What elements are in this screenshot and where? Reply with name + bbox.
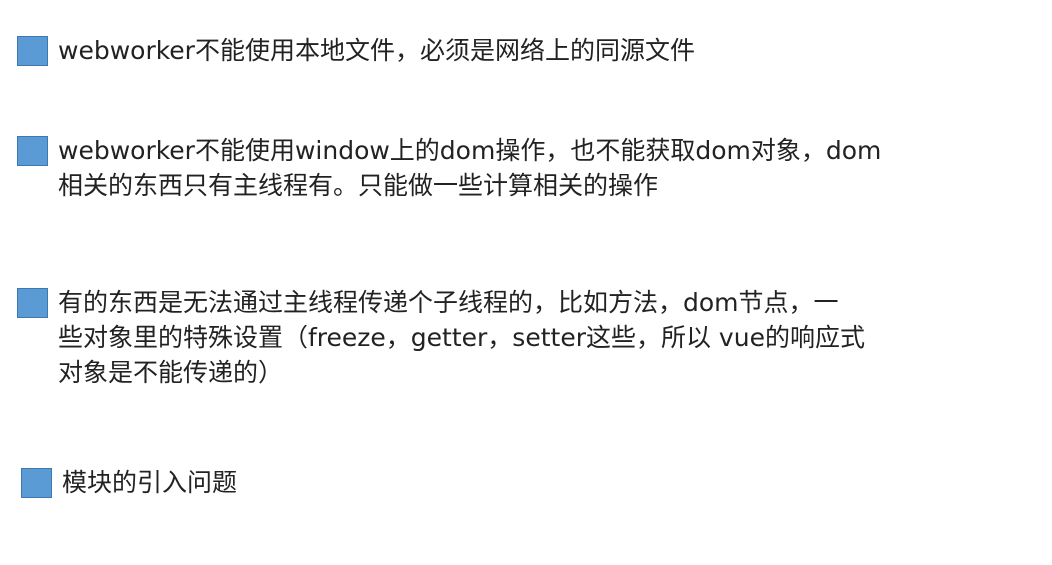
blue-square-bullet-icon xyxy=(17,288,48,318)
bullet-item-2: webworker不能使用window上的dom操作，也不能获取dom对象，do… xyxy=(17,135,881,203)
bullet-text: webworker不能使用window上的dom操作，也不能获取dom对象，do… xyxy=(58,133,881,203)
blue-square-bullet-icon xyxy=(17,36,48,66)
bullet-item-4: 模块的引入问题 xyxy=(21,467,237,500)
bullet-item-1: webworker不能使用本地文件，必须是网络上的同源文件 xyxy=(17,35,695,68)
bullet-line: 对象是不能传递的） xyxy=(58,358,284,387)
blue-square-bullet-icon xyxy=(21,468,52,498)
bullet-text: 模块的引入问题 xyxy=(62,465,237,500)
bullet-line: 相关的东西只有主线程有。只能做一些计算相关的操作 xyxy=(58,171,659,200)
bullet-line: 有的东西是无法通过主线程传递个子线程的，比如方法，dom节点，一 xyxy=(58,288,839,317)
bullet-item-3: 有的东西是无法通过主线程传递个子线程的，比如方法，dom节点，一 些对象里的特殊… xyxy=(17,287,865,390)
bullet-text: webworker不能使用本地文件，必须是网络上的同源文件 xyxy=(58,33,695,68)
bullet-text: 有的东西是无法通过主线程传递个子线程的，比如方法，dom节点，一 些对象里的特殊… xyxy=(58,285,865,390)
bullet-line: 些对象里的特殊设置（freeze，getter，setter这些，所以 vue的… xyxy=(58,323,865,352)
bullet-line: webworker不能使用本地文件，必须是网络上的同源文件 xyxy=(58,36,695,65)
blue-square-bullet-icon xyxy=(17,136,48,166)
bullet-line: webworker不能使用window上的dom操作，也不能获取dom对象，do… xyxy=(58,136,882,165)
bullet-line: 模块的引入问题 xyxy=(62,468,238,497)
